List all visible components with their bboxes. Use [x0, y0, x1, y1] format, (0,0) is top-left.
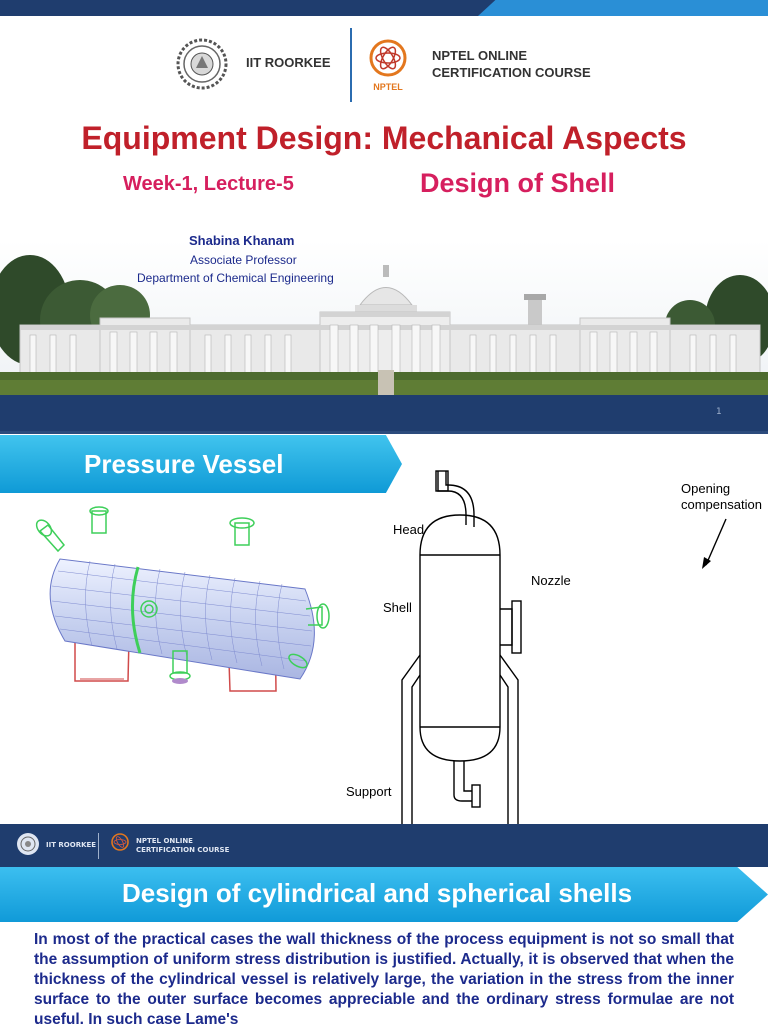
bottom-bar — [0, 395, 768, 431]
footer-divider — [98, 833, 99, 859]
author-role: Associate Professor — [190, 253, 297, 267]
iit-roorkee-label: IIT ROORKEE — [246, 55, 331, 70]
week-lecture: Week-1, Lecture-5 — [123, 173, 294, 195]
slide-title: Pressure Vessel — [84, 449, 284, 479]
label-opening-line-1: Opening — [681, 481, 731, 496]
author-department: Department of Chemical Engineering — [137, 271, 334, 285]
page-number: 1 — [716, 407, 722, 417]
footer-nptel-logo-icon — [111, 833, 129, 851]
top-bar-accent — [478, 0, 768, 16]
label-opening-line-2: compensation — [681, 497, 762, 512]
logo-divider — [350, 28, 352, 102]
logo-header: IIT ROORKEE NPTEL NPTEL ONLINE CERTIFICA… — [172, 28, 612, 104]
label-shell: Shell — [383, 600, 412, 615]
nptel-logo-text: NPTEL — [373, 82, 403, 92]
shell-design-slide: Design of cylindrical and spherical shel… — [0, 867, 768, 1024]
label-nozzle: Nozzle — [531, 573, 571, 588]
nptel-logo-icon: NPTEL — [369, 39, 407, 92]
slide-body-text: In most of the practical cases the wall … — [34, 931, 734, 1024]
footer-nptel-line-2: CERTIFICATION COURSE — [136, 846, 230, 854]
nptel-line-2: CERTIFICATION COURSE — [432, 65, 591, 80]
label-head: Head — [393, 522, 425, 537]
footer-iit-label: IIT ROORKEE — [46, 841, 97, 849]
author-name: Shabina Khanam — [189, 233, 295, 248]
slide-title-tag: Pressure Vessel — [0, 435, 402, 493]
iit-building-photo — [0, 240, 768, 395]
slide-title-banner: Design of cylindrical and spherical shel… — [0, 867, 768, 922]
vessel-3d-wireframe-image — [35, 506, 330, 692]
pressure-vessel-slide: Pressure Vessel — [0, 431, 768, 867]
label-support: Support — [346, 784, 392, 799]
footer-nptel-line-1: NPTEL ONLINE — [136, 837, 193, 845]
nptel-line-1: NPTEL ONLINE — [432, 48, 528, 63]
course-title: Equipment Design: Mechanical Aspects — [81, 120, 687, 156]
footer-nptel-label: NPTEL ONLINE CERTIFICATION COURSE — [136, 837, 229, 855]
slide-top-line — [0, 431, 768, 434]
nptel-course-label: NPTEL ONLINE CERTIFICATION COURSE — [432, 47, 591, 81]
footer-iit-seal-icon — [17, 833, 39, 855]
slide-title: Design of cylindrical and spherical shel… — [121, 878, 633, 908]
arrow-down-left-icon — [702, 518, 727, 569]
label-opening-compensation: Opening compensation — [681, 481, 762, 513]
title-slide: IIT ROORKEE NPTEL NPTEL ONLINE CERTIFICA… — [0, 0, 768, 431]
lecture-topic: Design of Shell — [420, 168, 616, 198]
iit-roorkee-seal-icon — [176, 38, 228, 90]
vessel-schematic-diagram — [401, 470, 522, 835]
